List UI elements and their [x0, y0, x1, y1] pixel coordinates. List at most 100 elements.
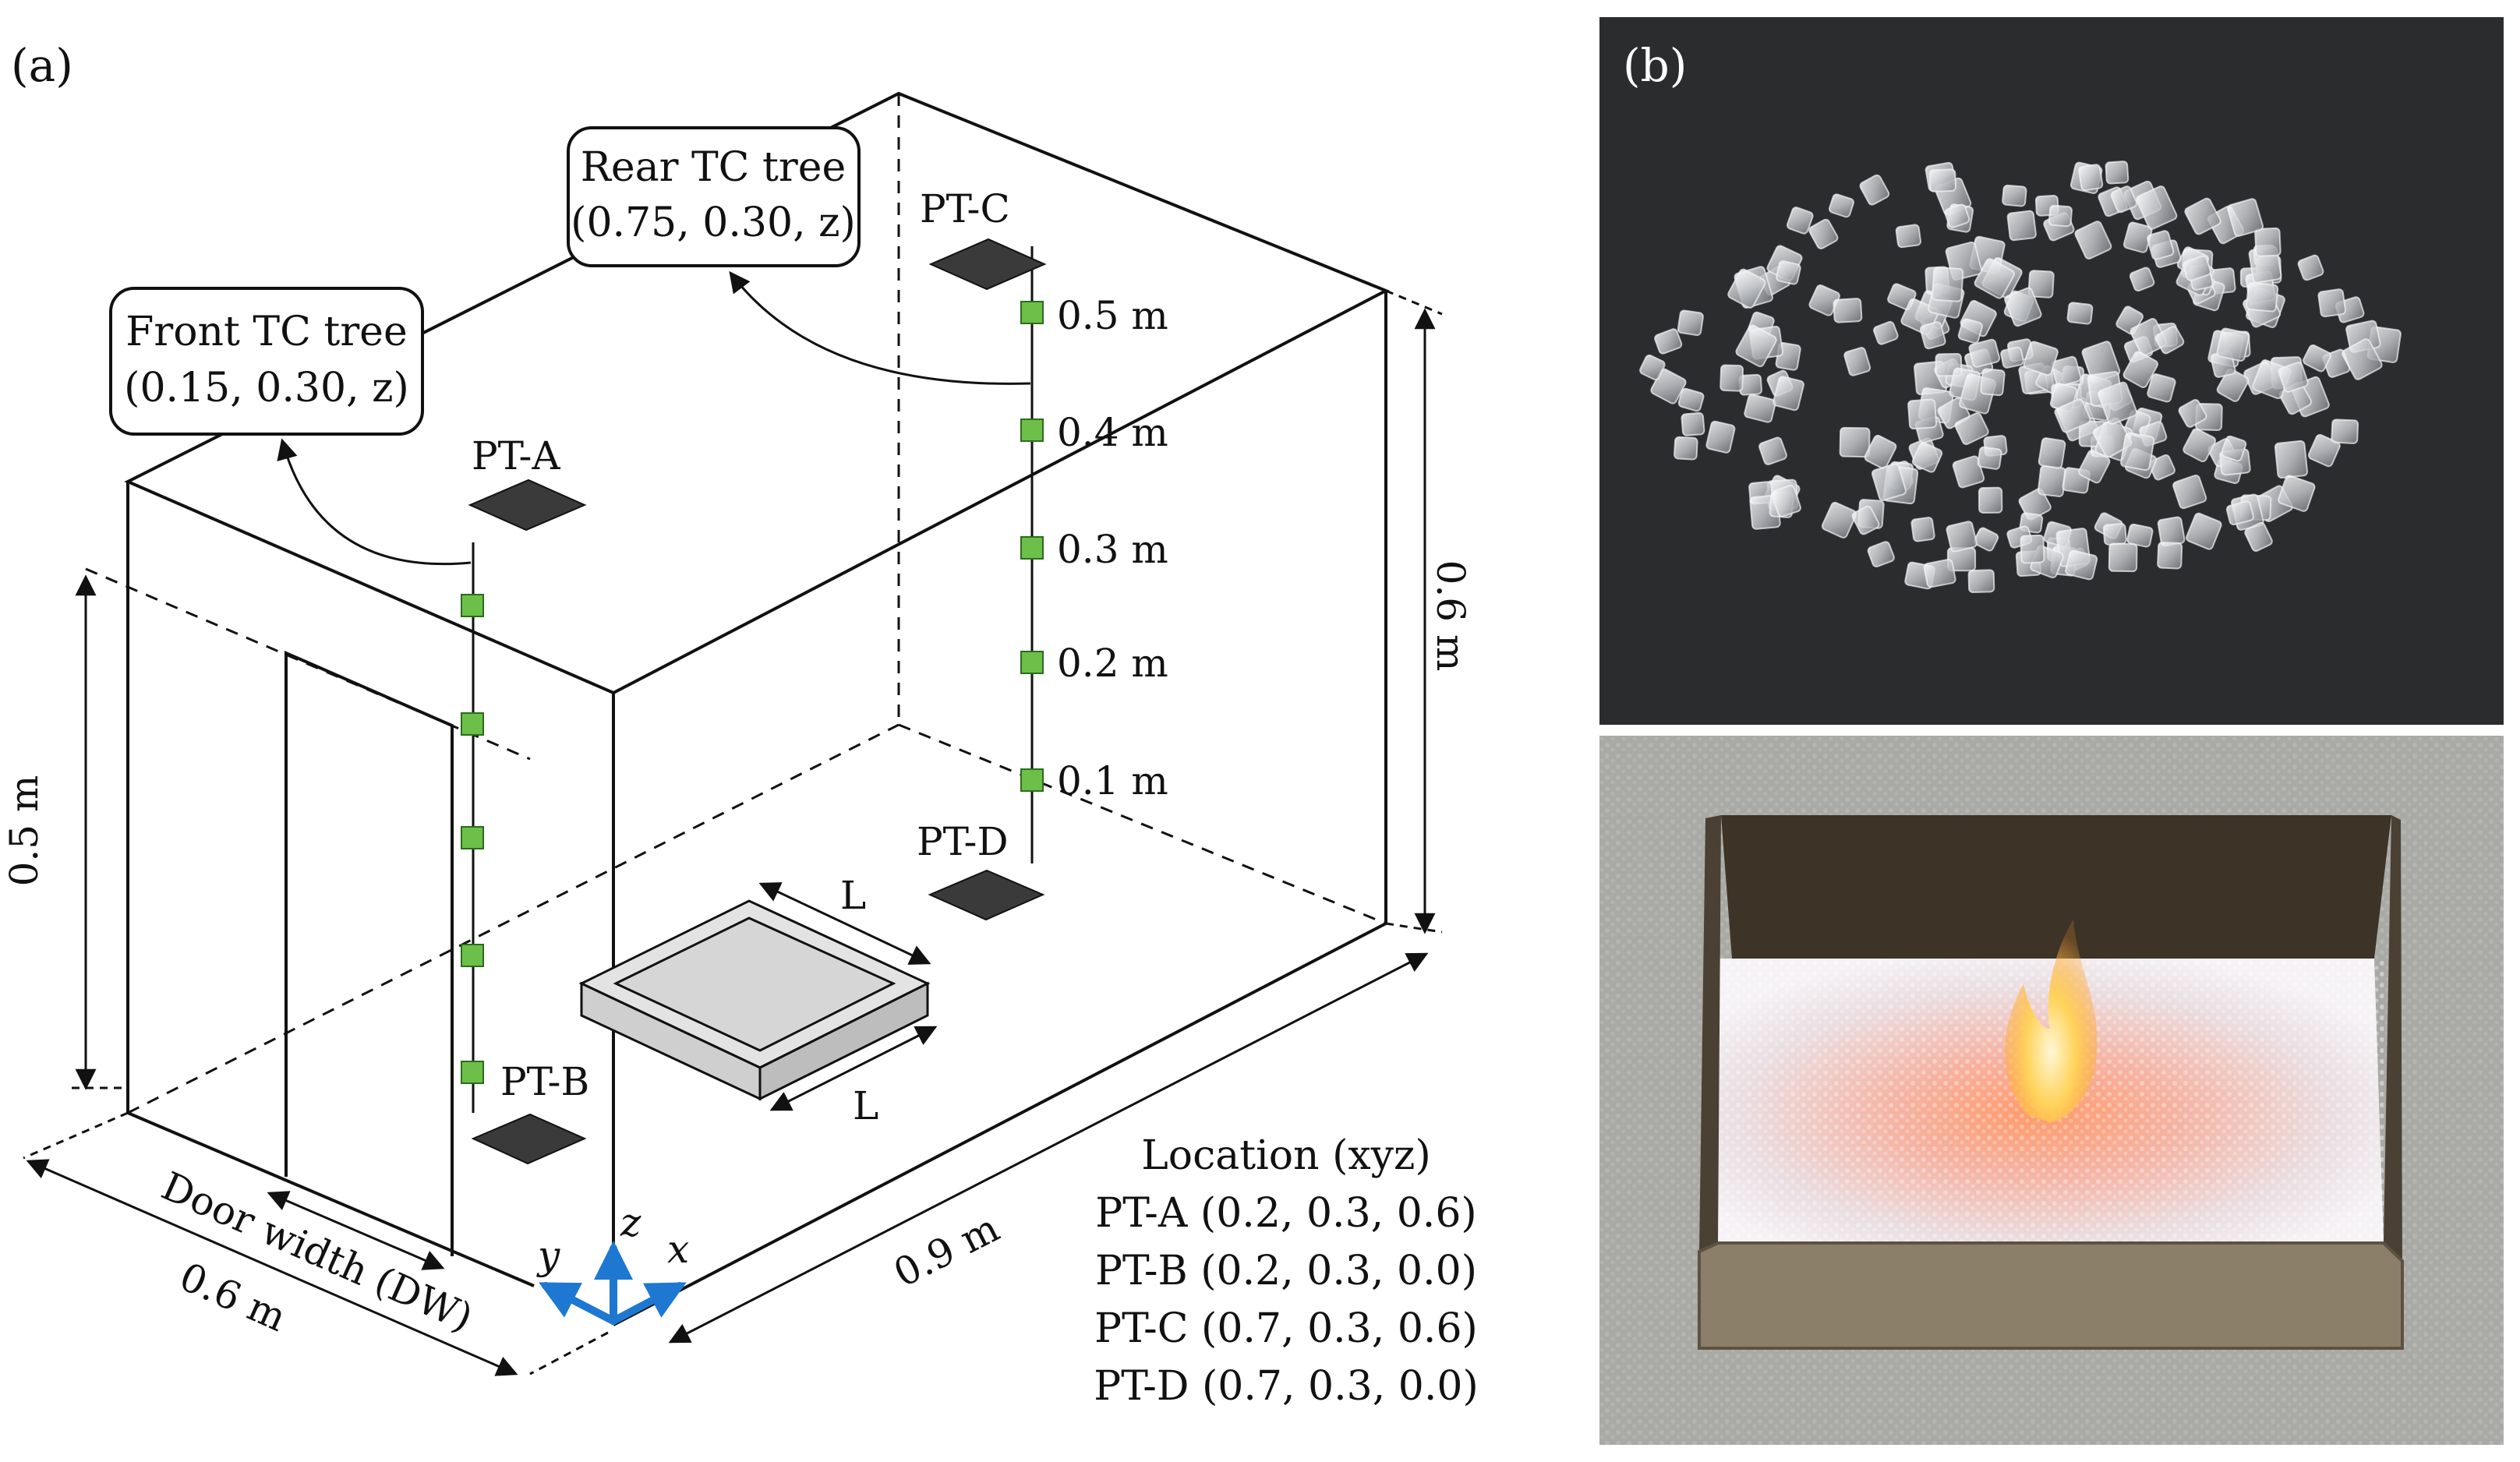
plastic-pellet — [1843, 347, 1871, 376]
plastic-pellet — [1973, 527, 1999, 552]
plastic-pellet — [2182, 428, 2217, 463]
plastic-pellet — [1871, 463, 1907, 501]
tc-height-label: 0.2 m — [1057, 641, 1168, 686]
plastic-pellet — [1968, 338, 2001, 368]
plastic-pellet — [2074, 221, 2112, 260]
plastic-pellet — [2244, 521, 2273, 553]
plastic-pellet — [2122, 351, 2159, 388]
front-tc-coords: (0.15, 0.30, z) — [124, 365, 409, 411]
plastic-pellet — [1911, 442, 1943, 473]
location-header: Location (xyz) — [1141, 1132, 1431, 1179]
plastic-pellet — [2129, 318, 2168, 356]
plastic-pellet — [2038, 437, 2066, 469]
plastic-pellet — [2184, 197, 2221, 235]
plastic-pellet — [1719, 364, 1744, 392]
plastic-pellet — [1705, 420, 1736, 454]
plastic-pellet — [2078, 164, 2104, 192]
front-tc-tree — [461, 542, 484, 1113]
plastic-pellet — [1639, 354, 1666, 381]
plastic-pellet — [1776, 260, 1801, 285]
plastic-pellet — [2147, 373, 2176, 403]
plastic-pellet — [2178, 399, 2207, 428]
plastic-pellet — [1839, 426, 1871, 458]
rear-tc-title: Rear TC tree — [581, 144, 846, 191]
plate-pt-a — [468, 479, 587, 531]
tc-height-label: 0.3 m — [1057, 527, 1168, 572]
location-row: PT-B (0.2, 0.3, 0.0) — [1095, 1248, 1477, 1294]
plate-pt-c — [928, 238, 1047, 291]
plastic-pellet — [1910, 517, 1935, 542]
pan-front-wall — [1698, 1241, 2404, 1350]
plastic-pellet — [2066, 302, 2094, 325]
tc-height-label: 0.1 m — [1057, 758, 1168, 803]
door-height-label: 0.5 m — [2, 775, 47, 887]
plastic-pellet — [1954, 411, 1989, 446]
front-callout-leader — [277, 438, 472, 566]
plastic-pellet — [1772, 376, 1804, 411]
plastic-pellet — [2098, 381, 2138, 425]
plastic-pellet — [1928, 168, 1956, 192]
plastic-pellet — [2078, 449, 2111, 484]
plastic-pellet — [2303, 344, 2331, 373]
panel-b-label: (b) — [1623, 39, 1687, 92]
plastic-pellet — [1977, 486, 2003, 514]
panel-a-label: (a) — [11, 39, 73, 92]
plastic-pellet — [2108, 542, 2138, 573]
plastic-pellet — [1677, 309, 1704, 337]
plastic-pellet — [2054, 398, 2091, 433]
plastic-pellet — [2216, 327, 2250, 362]
plastic-pellet — [1944, 203, 1970, 228]
door-opening — [285, 650, 454, 1256]
rear-tc-sensor — [1020, 536, 1044, 560]
plastic-pellet — [2006, 210, 2037, 242]
plastic-pellet — [1851, 505, 1880, 535]
plastic-pellet — [2172, 475, 2207, 510]
plastic-pellet — [1674, 436, 1698, 461]
hidden-edges — [85, 94, 1387, 1114]
plastic-pellet — [1907, 398, 1938, 430]
plastic-pellet — [1946, 521, 1977, 553]
plastic-pellet — [2110, 185, 2137, 214]
coordinate-axes — [539, 1241, 687, 1325]
pt-b-label: PT-B — [500, 1059, 589, 1104]
location-row: PT-D (0.7, 0.3, 0.0) — [1094, 1363, 1479, 1410]
plastic-pellet — [1859, 174, 1890, 206]
rear-callout-leader — [729, 270, 1031, 385]
plastic-pellet — [1654, 328, 1683, 355]
plastic-pellet — [2136, 185, 2178, 230]
pan-side-label-top: L — [840, 873, 866, 918]
plastic-pellet — [2065, 549, 2098, 581]
plastic-pellet — [2020, 534, 2045, 564]
plastic-pellet — [2221, 435, 2247, 462]
plate-pt-b — [471, 1113, 587, 1165]
front-tc-sensor — [461, 826, 484, 849]
rear-tc-sensor — [1020, 301, 1044, 324]
plastic-pellet — [2186, 512, 2222, 550]
plastic-pellet — [1864, 434, 1897, 469]
front-tc-sensor — [461, 944, 484, 967]
plastic-pellet — [1895, 224, 1922, 249]
plastic-pellet — [1932, 267, 1964, 302]
plate-pt-d — [928, 869, 1045, 921]
axis-y-label: y — [536, 1233, 560, 1278]
plastic-pellet — [1967, 569, 1995, 593]
plastic-pellet — [2274, 440, 2309, 479]
plastic-pellet — [1758, 436, 1787, 465]
door-width-label: Door width (DW) — [155, 1164, 479, 1341]
plastic-pellet — [2278, 475, 2316, 512]
plastic-pellet — [1808, 218, 1839, 249]
front-tc-title: Front TC tree — [125, 309, 407, 355]
photo-fire-pan — [1599, 736, 2504, 1445]
plastic-pellet — [2120, 432, 2155, 471]
axis-x-label: x — [667, 1227, 689, 1272]
plastic-pellet — [2307, 434, 2341, 468]
plate-thermometers — [468, 238, 1047, 1165]
pt-c-label: PT-C — [920, 186, 1010, 231]
location-row: PT-C (0.7, 0.3, 0.6) — [1094, 1305, 1478, 1352]
front-tc-sensor — [461, 712, 484, 736]
plastic-pellet — [1681, 411, 1705, 436]
plastic-pellet — [2317, 288, 2347, 318]
width-label: 0.6 m — [173, 1254, 293, 1340]
plastic-pellet — [2297, 254, 2324, 281]
plastic-pellet — [2051, 355, 2082, 387]
